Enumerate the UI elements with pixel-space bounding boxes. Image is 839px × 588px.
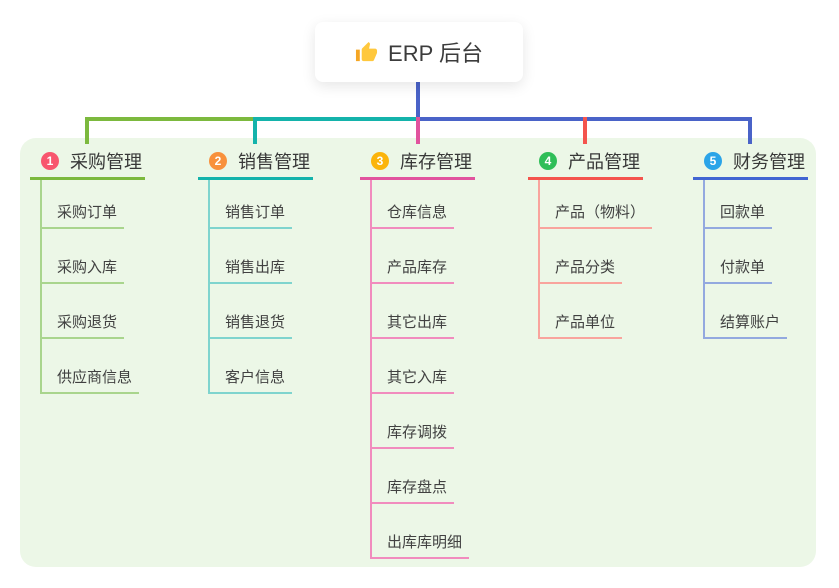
connector-bus-segment-2 [254, 117, 418, 121]
branch-5-children: 回款单付款单结算账户 [703, 180, 788, 339]
branch-1-number-badge: 1 [41, 152, 59, 170]
branch-1-child-2[interactable]: 采购入库 [42, 229, 139, 284]
mindmap-background-panel [20, 138, 816, 567]
branch-5-child-2[interactable]: 付款单 [705, 229, 787, 284]
child-node-label: 仓库信息 [372, 201, 455, 229]
child-node-label: 采购订单 [42, 201, 125, 229]
branch-1-label: 采购管理 [70, 152, 142, 172]
branch-1-header[interactable]: 1 采购管理 [30, 149, 145, 180]
branch-1-child-3[interactable]: 采购退货 [42, 284, 139, 339]
connector-trunk-line [416, 82, 420, 119]
branch-5-header[interactable]: 5 财务管理 [693, 149, 808, 180]
connector-drop-branch-3 [416, 117, 420, 144]
branch-1-child-1[interactable]: 采购订单 [42, 180, 139, 229]
child-node-label: 其它入库 [372, 366, 455, 394]
branch-4-child-2[interactable]: 产品分类 [540, 229, 652, 284]
branch-3-child-6[interactable]: 库存盘点 [372, 449, 469, 504]
branch-2-child-4[interactable]: 客户信息 [210, 339, 293, 394]
branch-2-child-3[interactable]: 销售退货 [210, 284, 293, 339]
connector-bus-segment-1 [85, 117, 256, 121]
branch-4-header[interactable]: 4 产品管理 [528, 149, 643, 180]
child-node-label: 产品库存 [372, 256, 455, 284]
root-node-erp[interactable]: ERP 后台 [315, 22, 523, 82]
branch-1-children: 采购订单采购入库采购退货供应商信息 [40, 180, 140, 394]
branch-5-label: 财务管理 [733, 152, 805, 172]
branch-3-child-7[interactable]: 出库库明细 [372, 504, 470, 559]
branch-4-label: 产品管理 [568, 152, 640, 172]
child-node-label: 其它出库 [372, 311, 455, 339]
child-node-label: 销售退货 [210, 311, 293, 339]
child-node-label: 产品分类 [540, 256, 623, 284]
branch-3: 3 库存管理仓库信息产品库存其它出库其它入库库存调拨库存盘点出库库明细 [360, 149, 475, 559]
child-node-label: 销售出库 [210, 256, 293, 284]
branch-5-number-badge: 5 [704, 152, 722, 170]
branch-2-children: 销售订单销售出库销售退货客户信息 [208, 180, 293, 394]
child-node-label: 供应商信息 [42, 366, 140, 394]
branch-5-child-3[interactable]: 结算账户 [705, 284, 788, 339]
root-node-title: ERP 后台 [388, 41, 483, 66]
child-node-label: 产品单位 [540, 311, 623, 339]
branch-3-child-4[interactable]: 其它入库 [372, 339, 469, 394]
branch-3-header[interactable]: 3 库存管理 [360, 149, 475, 180]
connector-drop-branch-1 [85, 117, 89, 144]
branch-3-child-1[interactable]: 仓库信息 [372, 180, 469, 229]
connector-drop-branch-2 [253, 117, 257, 144]
branch-3-child-5[interactable]: 库存调拨 [372, 394, 469, 449]
branch-4: 4 产品管理产品（物料） 产品分类产品单位 [528, 149, 653, 339]
branch-2-header[interactable]: 2 销售管理 [198, 149, 313, 180]
child-node-label: 结算账户 [705, 311, 788, 339]
branch-3-children: 仓库信息产品库存其它出库其它入库库存调拨库存盘点出库库明细 [370, 180, 470, 559]
branch-3-number-badge: 3 [371, 152, 389, 170]
branch-4-child-3[interactable]: 产品单位 [540, 284, 652, 339]
branch-3-label: 库存管理 [400, 152, 472, 172]
child-node-label: 库存盘点 [372, 476, 455, 504]
branch-3-child-3[interactable]: 其它出库 [372, 284, 469, 339]
child-node-label: 库存调拨 [372, 421, 455, 449]
child-node-label: 客户信息 [210, 366, 293, 394]
child-node-label: 回款单 [705, 201, 773, 229]
branch-3-child-2[interactable]: 产品库存 [372, 229, 469, 284]
connector-drop-branch-5 [748, 117, 752, 144]
thumbs-up-icon [355, 41, 378, 61]
branch-2-number-badge: 2 [209, 152, 227, 170]
connector-drop-branch-4 [583, 117, 587, 144]
branch-1-child-4[interactable]: 供应商信息 [42, 339, 140, 394]
child-node-label: 付款单 [705, 256, 773, 284]
branch-2-label: 销售管理 [238, 152, 310, 172]
branch-2: 2 销售管理销售订单销售出库销售退货客户信息 [198, 149, 313, 394]
child-node-label: 采购入库 [42, 256, 125, 284]
branch-4-child-1[interactable]: 产品（物料） [540, 180, 653, 229]
child-node-label: 出库库明细 [372, 531, 470, 559]
branch-5: 5 财务管理回款单付款单结算账户 [693, 149, 808, 339]
branch-1: 1 采购管理采购订单采购入库采购退货供应商信息 [30, 149, 145, 394]
branch-5-child-1[interactable]: 回款单 [705, 180, 787, 229]
branch-4-number-badge: 4 [539, 152, 557, 170]
branch-2-child-1[interactable]: 销售订单 [210, 180, 293, 229]
branch-4-children: 产品（物料） 产品分类产品单位 [538, 180, 653, 339]
child-node-label: 产品（物料） [540, 201, 653, 229]
child-node-label: 销售订单 [210, 201, 293, 229]
branch-2-child-2[interactable]: 销售出库 [210, 229, 293, 284]
child-node-label: 采购退货 [42, 311, 125, 339]
